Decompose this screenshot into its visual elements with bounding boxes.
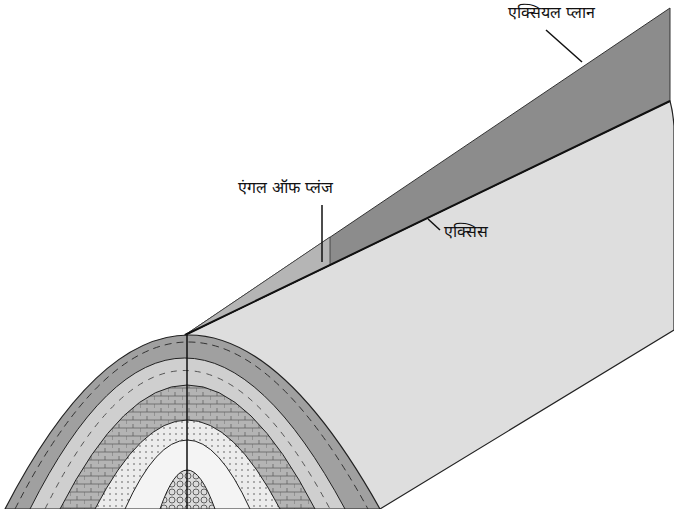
rock-layer (5, 335, 380, 509)
part-label: एंगल ऑफ प्लंज (238, 178, 333, 199)
fold-axis (185, 101, 670, 335)
leader-line (546, 30, 582, 62)
plunge-angle-wedge (185, 237, 330, 335)
layer-hatch (15, 342, 368, 509)
leader-line (428, 219, 440, 230)
axial-plane (185, 8, 670, 335)
axial-trace (186, 335, 188, 509)
part-label: एक्सियल प्लान (508, 3, 595, 24)
part-label: एक्सिस (444, 222, 488, 243)
leader-line (321, 205, 323, 262)
